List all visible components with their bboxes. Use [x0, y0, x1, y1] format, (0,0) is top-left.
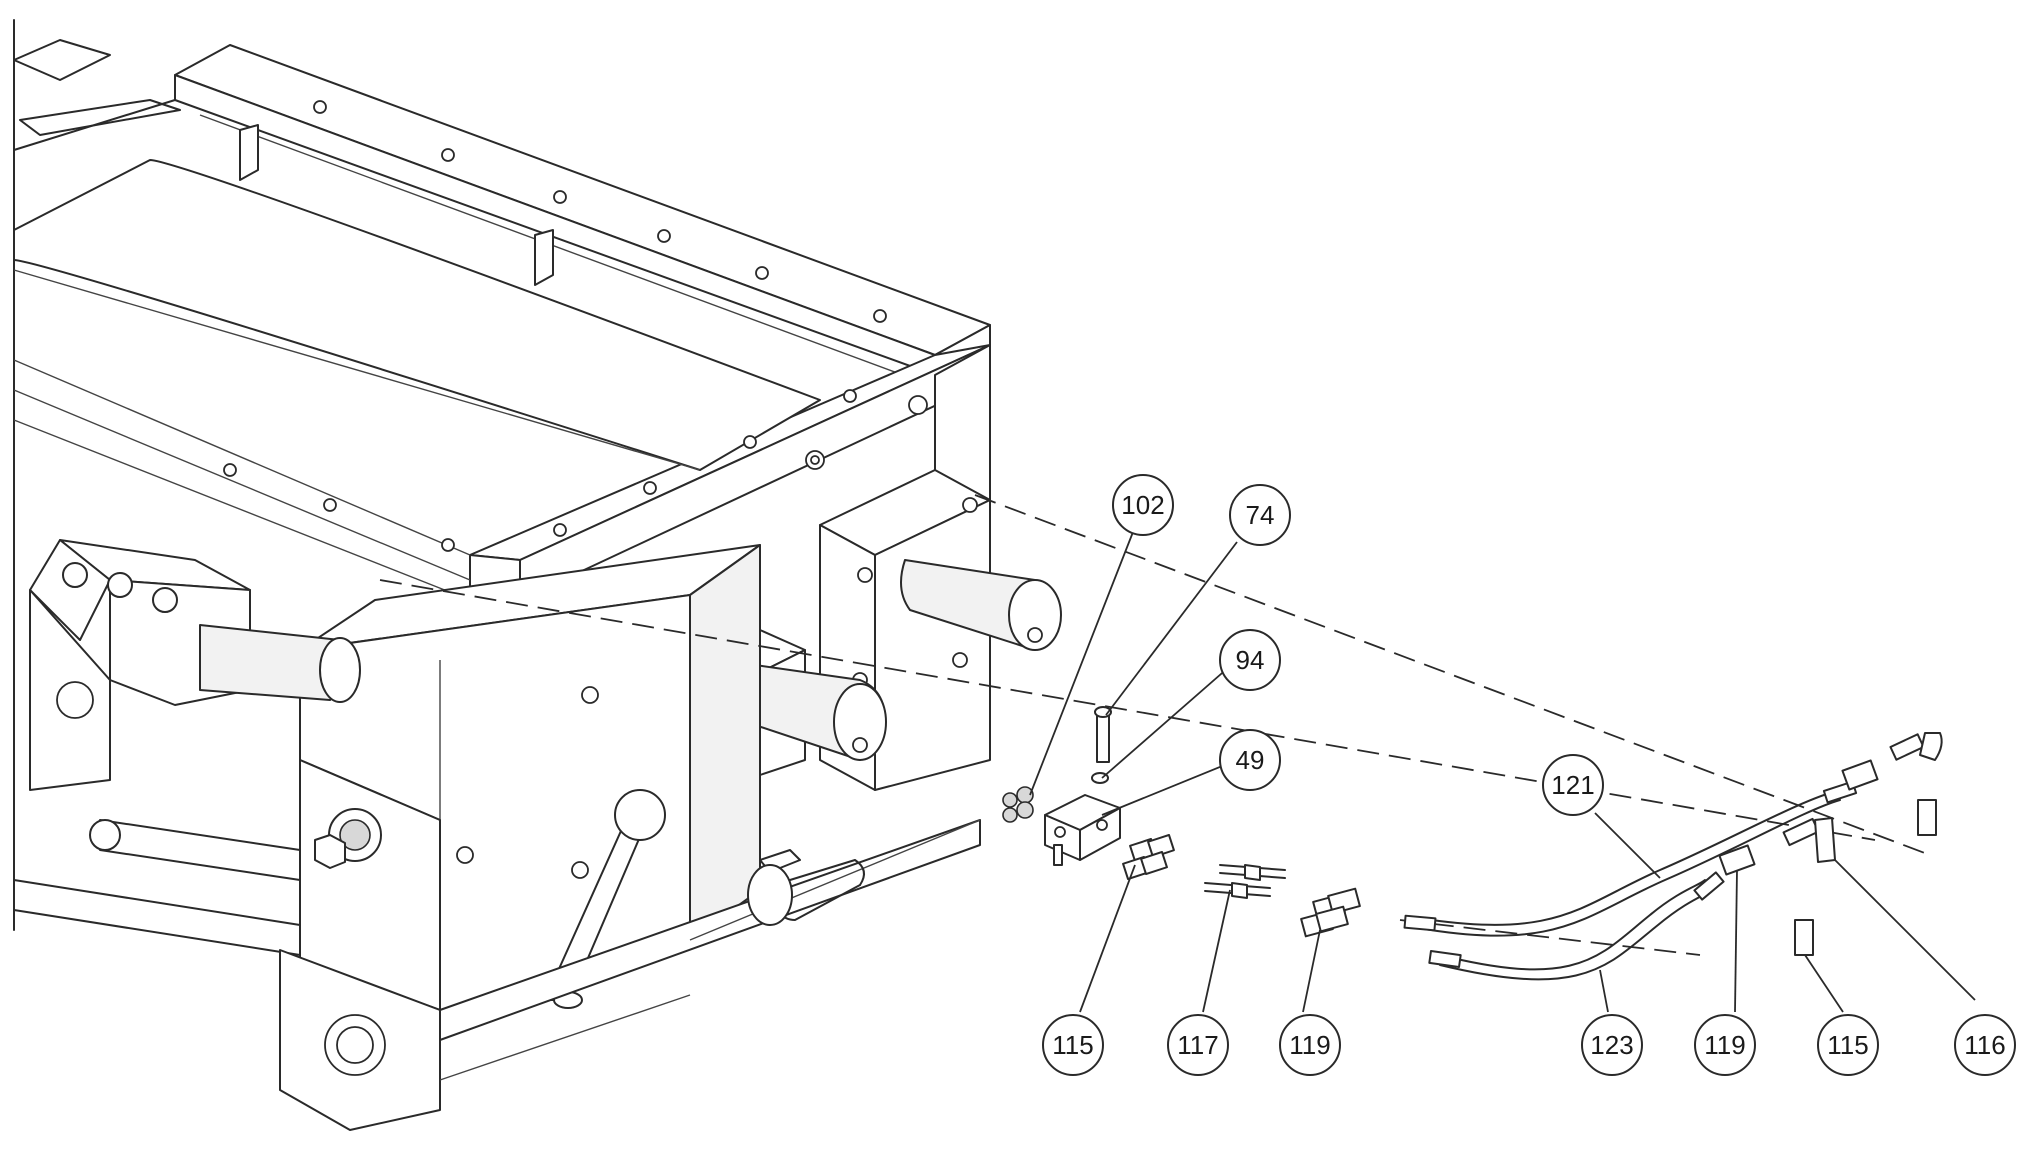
right-end-fittings — [1841, 732, 1943, 836]
callout-49-label: 49 — [1236, 745, 1265, 775]
callout-115-right-label: 115 — [1827, 1030, 1868, 1060]
callout-123: 123 — [1581, 1014, 1643, 1076]
callout-74: 74 — [1229, 484, 1291, 546]
hose-123 — [1428, 871, 1725, 981]
callout-74-label: 74 — [1246, 500, 1275, 530]
fitting-119-left — [1300, 887, 1361, 938]
callout-117-label: 117 — [1177, 1030, 1218, 1060]
callout-115-right: 115 — [1817, 1014, 1879, 1076]
fitting-115-left — [1122, 833, 1175, 881]
callout-116-label: 116 — [1964, 1030, 2005, 1060]
callout-102: 102 — [1112, 474, 1174, 536]
callout-121-label: 121 — [1551, 770, 1594, 800]
callout-94: 94 — [1219, 629, 1281, 691]
callout-117: 117 — [1167, 1014, 1229, 1076]
callout-115-left-label: 115 — [1052, 1030, 1093, 1060]
elbow-116 — [1782, 817, 1836, 863]
hose-121 — [1403, 780, 1858, 937]
machine-frame — [13, 19, 1062, 1131]
pins-117 — [1204, 864, 1286, 899]
callout-116: 116 — [1954, 1014, 2016, 1076]
bolt-74 — [1094, 706, 1112, 763]
fitting-115-right — [1794, 919, 1814, 956]
callout-119-right: 119 — [1694, 1014, 1756, 1076]
callout-49: 49 — [1219, 729, 1281, 791]
exploded-parts — [1002, 706, 1943, 981]
callout-119-left: 119 — [1279, 1014, 1341, 1076]
block-49 — [1044, 794, 1121, 866]
callout-102-label: 102 — [1121, 490, 1164, 520]
callout-119-left-label: 119 — [1289, 1030, 1330, 1060]
callout-115-left: 115 — [1042, 1014, 1104, 1076]
leader-lines — [1029, 531, 1976, 1013]
fitting-119-right — [1718, 844, 1756, 876]
callout-123-label: 123 — [1590, 1030, 1633, 1060]
callout-119-right-label: 119 — [1704, 1030, 1745, 1060]
assembly-centerlines — [379, 494, 1931, 956]
fitting-102 — [1002, 786, 1034, 823]
callout-94-label: 94 — [1236, 645, 1265, 675]
callout-121: 121 — [1542, 754, 1604, 816]
